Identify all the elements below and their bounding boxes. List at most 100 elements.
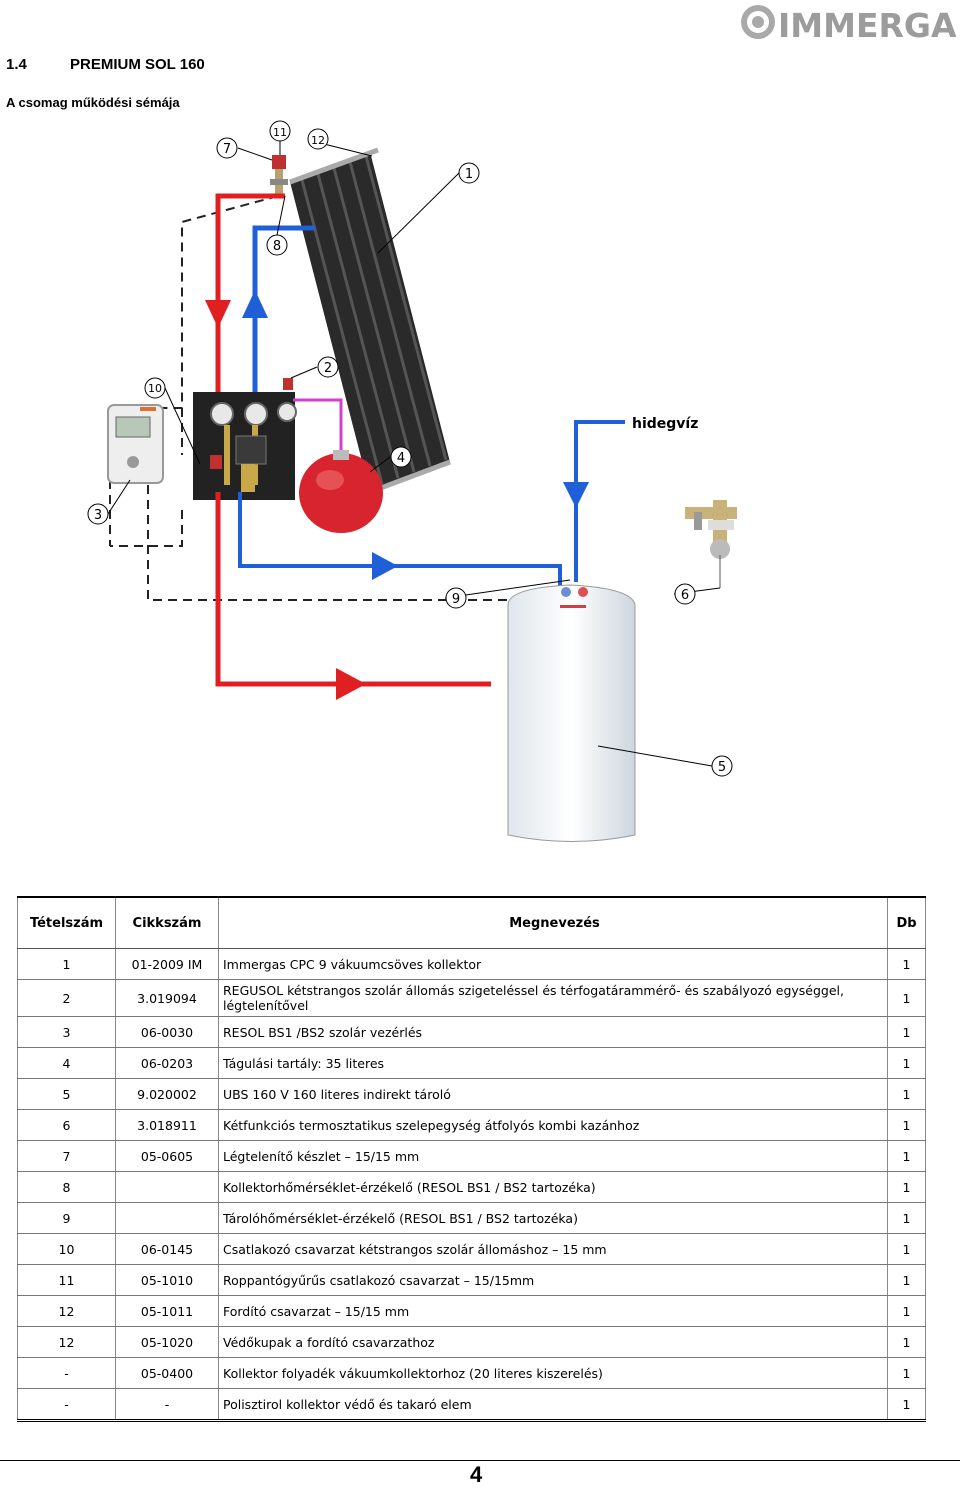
header-item-number: Tételszám (17, 896, 116, 949)
svg-text:IMMERGAS: IMMERGAS (778, 6, 958, 44)
svg-text:3: 3 (94, 508, 102, 523)
cell-code: 9.020002 (115, 1078, 219, 1110)
callout-7: 7 (216, 137, 238, 159)
callout-markers: 7 11 12 1 8 2 10 4 3 9 6 5 (87, 120, 733, 777)
cell-code (115, 1171, 219, 1203)
cell-qty: 1 (887, 948, 926, 980)
cell-qty: 1 (887, 1264, 926, 1296)
header-quantity: Db (887, 896, 926, 949)
cold-flow-arrow-up (242, 290, 268, 318)
callout-2: 2 (317, 356, 339, 378)
thermostatic-valve (685, 500, 737, 588)
cell-pos: - (17, 1357, 116, 1389)
cell-desc: Roppantógyűrűs csatlakozó csavarzat – 15… (218, 1264, 888, 1296)
solar-station (193, 378, 297, 500)
cell-code: 05-1011 (115, 1295, 219, 1327)
cell-code: 06-0145 (115, 1233, 219, 1265)
table-header-row: Tételszám Cikkszám Megnevezés Db (17, 896, 926, 949)
vacuum-collector (289, 147, 451, 495)
cell-code: 06-0203 (115, 1047, 219, 1079)
cell-pos: 1 (17, 948, 116, 980)
cell-desc: Fordító csavarzat – 15/15 mm (218, 1295, 888, 1327)
cell-code: 05-1020 (115, 1326, 219, 1358)
cell-desc: Védőkupak a fordító csavarzathoz (218, 1326, 888, 1358)
expansion-line (293, 398, 343, 456)
solar-controller (107, 404, 164, 484)
air-vent (270, 155, 288, 195)
cell-pos: 6 (17, 1109, 116, 1141)
svg-text:9: 9 (452, 592, 460, 607)
table-row: 8 Kollektorhőmérséklet-érzékelő (RESOL BS… (17, 1171, 926, 1203)
cell-desc: Tágulási tartály: 35 literes (218, 1047, 888, 1079)
cell-code: 3.018911 (115, 1109, 219, 1141)
cell-pos: 2 (17, 979, 116, 1017)
cell-pos: 9 (17, 1202, 116, 1234)
cell-qty: 1 (887, 1016, 926, 1048)
storage-tank (507, 584, 636, 842)
immergas-logo: IMMERGAS (738, 2, 958, 44)
callout-3: 3 (87, 503, 109, 525)
cell-qty: 1 (887, 1047, 926, 1079)
cell-code: 06-0030 (115, 1016, 219, 1048)
callout-6: 6 (674, 583, 696, 605)
cold-line-lower (238, 492, 562, 588)
callout-5: 5 (711, 755, 733, 777)
cell-qty: 1 (887, 1388, 926, 1422)
cell-pos: 3 (17, 1016, 116, 1048)
cell-desc: Kollektorhőmérséklet-érzékelő (RESOL BS1… (218, 1171, 888, 1203)
cell-qty: 1 (887, 979, 926, 1017)
cell-qty: 1 (887, 1109, 926, 1141)
cell-qty: 1 (887, 1171, 926, 1203)
cell-code (115, 1202, 219, 1234)
cell-desc: Polisztirol kollektor védő és takaró ele… (218, 1388, 888, 1422)
cell-qty: 1 (887, 1202, 926, 1234)
cold-water-pipe (574, 420, 625, 582)
callout-12: 12 (307, 128, 329, 150)
svg-text:6: 6 (681, 588, 689, 603)
cell-code: 05-0400 (115, 1357, 219, 1389)
cold-water-arrow-down (563, 482, 589, 508)
hot-flow-arrow-down (205, 300, 231, 328)
svg-text:12: 12 (311, 134, 325, 147)
cell-desc: Csatlakozó csavarzat kétstrangos szolár … (218, 1233, 888, 1265)
hot-line-lower (215, 492, 491, 687)
callout-8: 8 (266, 234, 288, 256)
hot-line-upper (215, 193, 285, 428)
cell-desc: Kétfunkciós termosztatikus szelepegység … (218, 1109, 888, 1141)
cell-qty: 1 (887, 1233, 926, 1265)
cell-code: 05-0605 (115, 1140, 219, 1172)
page-number: 4 (470, 1462, 483, 1487)
cell-code: 05-1010 (115, 1264, 219, 1296)
section-heading: 1.4 PREMIUM SOL 160 (6, 56, 205, 73)
footer-rule (0, 1460, 960, 1461)
cell-qty: 1 (887, 1326, 926, 1358)
header-part-code: Cikkszám (115, 896, 219, 949)
section-title: PREMIUM SOL 160 (70, 56, 205, 73)
callout-1: 1 (458, 162, 480, 184)
callout-11: 11 (269, 120, 291, 142)
section-number: 1.4 (6, 56, 27, 73)
expansion-tank (299, 450, 383, 533)
cell-desc: Immergas CPC 9 vákuumcsöves kollektor (218, 948, 888, 980)
cell-desc: Kollektor folyadék vákuumkollektorhoz (2… (218, 1357, 888, 1389)
page-subtitle: A csomag működési sémája (6, 95, 180, 110)
callout-9: 9 (445, 587, 467, 609)
svg-text:2: 2 (324, 361, 332, 376)
cold-water-label: hidegvíz (632, 416, 698, 432)
callout-10: 10 (144, 377, 166, 399)
table-row: --Polisztirol kollektor védő és takaró e… (17, 1388, 926, 1422)
svg-text:10: 10 (148, 382, 162, 395)
cell-qty: 1 (887, 1295, 926, 1327)
cell-pos: 11 (17, 1264, 116, 1296)
cell-code: 01-2009 IM (115, 948, 219, 980)
cell-pos: 8 (17, 1171, 116, 1203)
